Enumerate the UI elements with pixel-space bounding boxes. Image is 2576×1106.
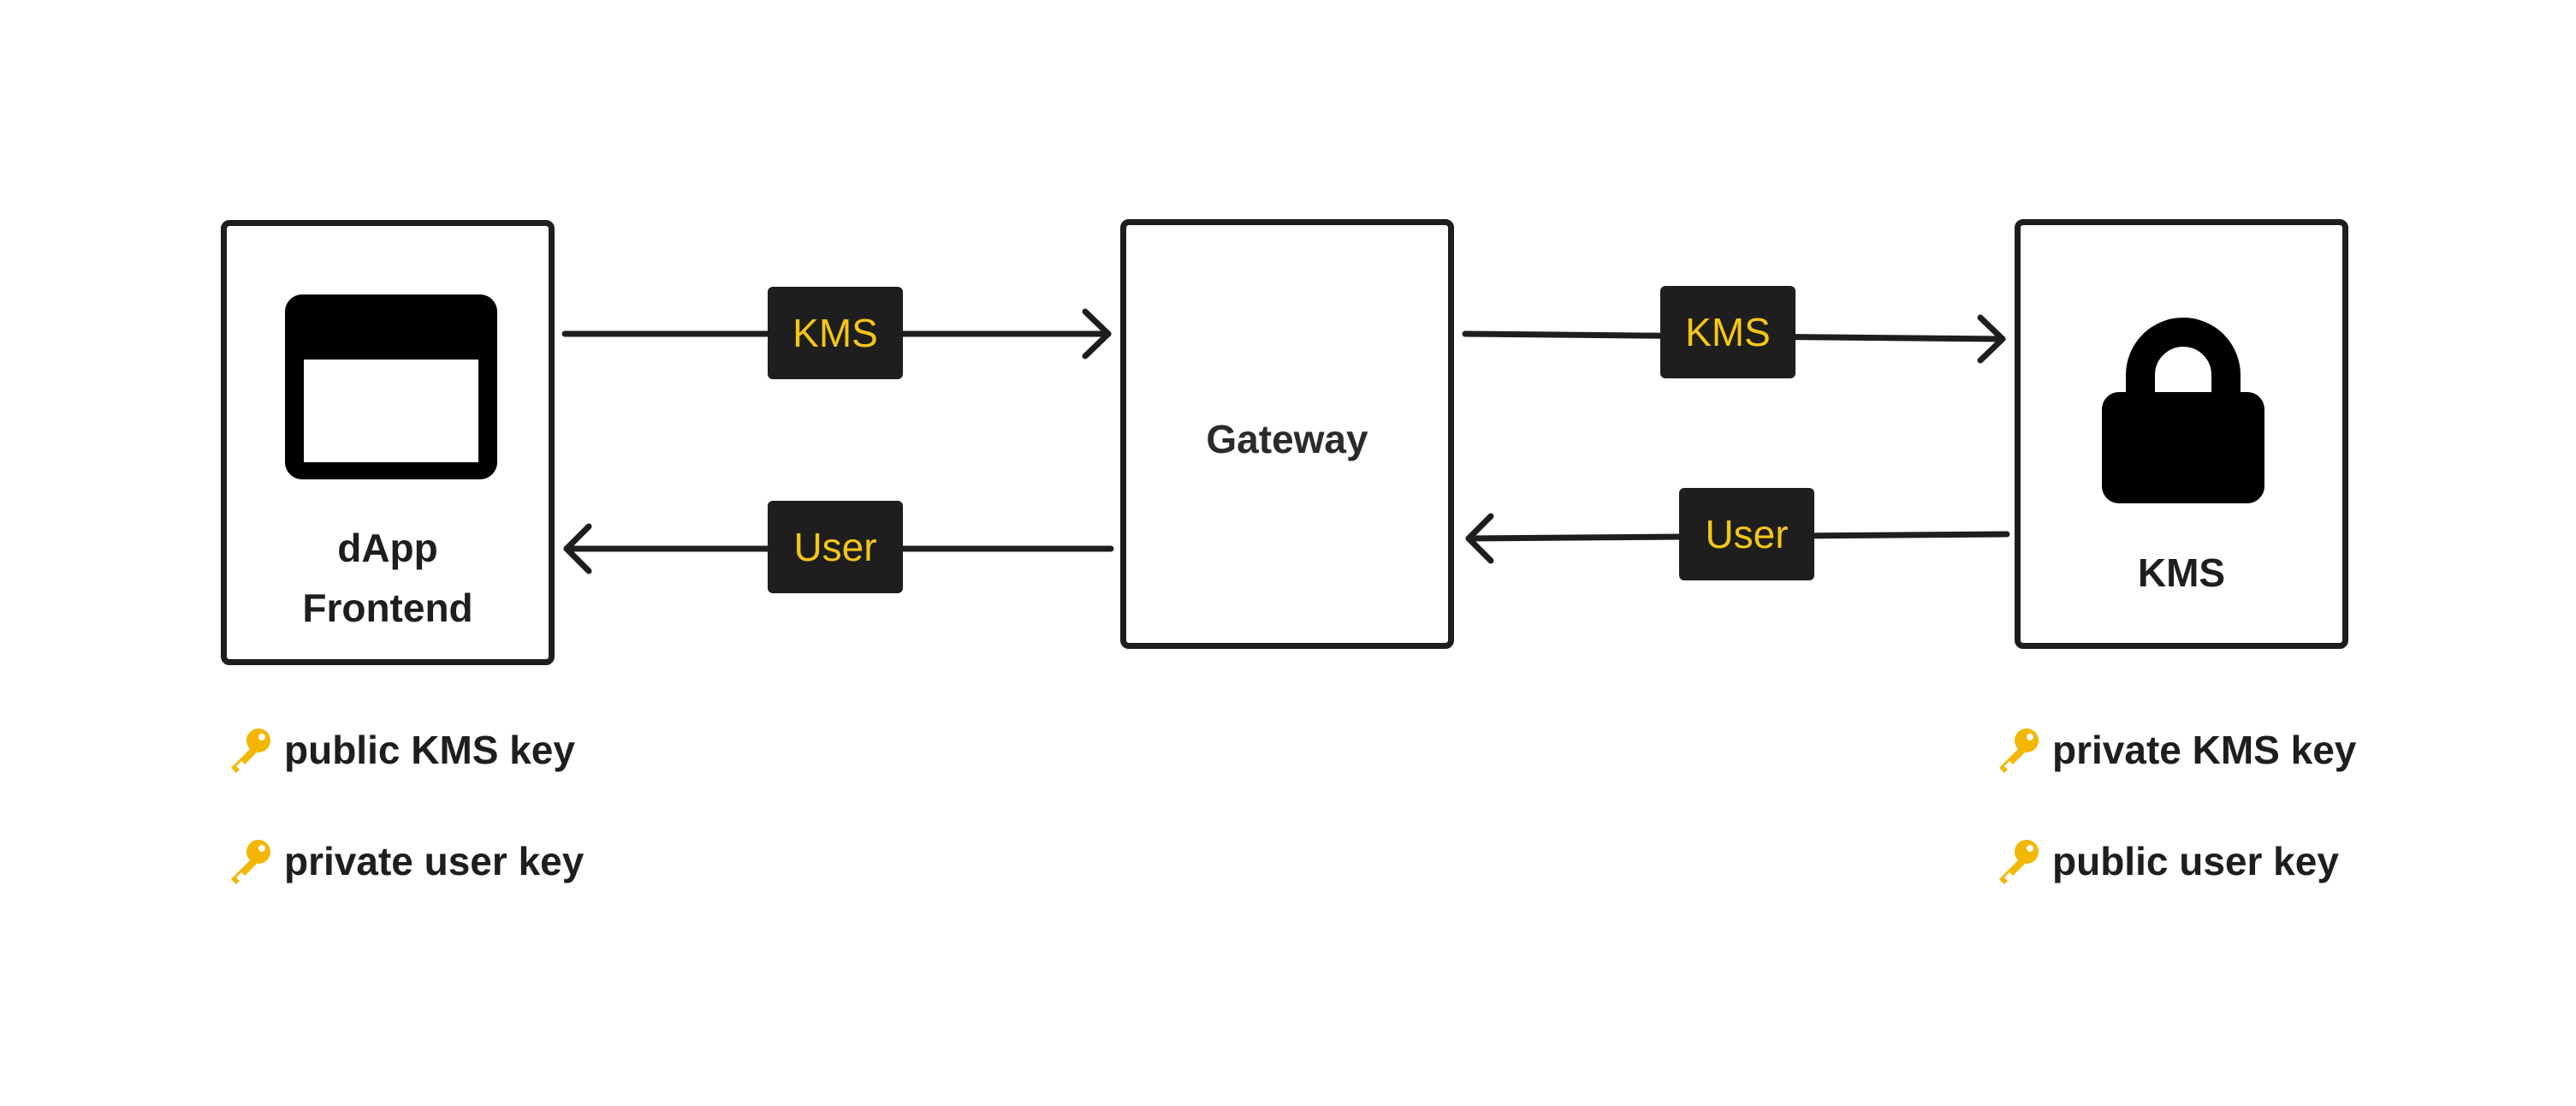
node-kms: KMS xyxy=(2015,219,2348,649)
key-icon xyxy=(1999,839,2039,884)
dapp-key-item: public KMS key xyxy=(224,724,575,778)
kms-label: KMS xyxy=(2137,550,2226,595)
arrowhead-gateway-to-kms xyxy=(1977,314,2006,364)
edge-tag-kms-to-gateway: User xyxy=(1679,488,1814,580)
node-gateway: Gateway xyxy=(1120,219,1454,649)
dapp-label-line1: dApp xyxy=(337,526,438,570)
arrowhead-kms-to-gateway xyxy=(1465,513,1494,564)
arrowhead-dapp-to-gateway xyxy=(1082,308,1112,360)
edge-tag-gateway-to-dapp: User xyxy=(768,501,903,593)
key-icon xyxy=(231,728,270,773)
kms-key-item: public user key xyxy=(1992,835,2339,889)
key-icon xyxy=(231,839,270,884)
dapp-key-label: public KMS key xyxy=(284,728,575,772)
edge-tag-dapp-to-gateway: KMS xyxy=(768,287,903,379)
browser-window-icon xyxy=(285,294,497,479)
dapp-label-line2: Frontend xyxy=(302,586,473,630)
browser-window-pane xyxy=(304,360,478,462)
node-dapp-frontend: dApp Frontend xyxy=(221,220,555,665)
dapp-key-item: private user key xyxy=(224,835,584,889)
kms-key-label: private KMS key xyxy=(2052,728,2357,772)
edge-tag-gateway-to-kms: KMS xyxy=(1660,286,1795,378)
dapp-key-label: private user key xyxy=(284,839,585,883)
arrowhead-gateway-to-dapp xyxy=(563,523,592,574)
padlock-icon xyxy=(2102,318,2264,503)
kms-key-label: public user key xyxy=(2052,839,2339,883)
gateway-label: Gateway xyxy=(1206,417,1368,461)
key-icon xyxy=(1999,728,2039,773)
kms-key-item: private KMS key xyxy=(1992,724,2356,778)
